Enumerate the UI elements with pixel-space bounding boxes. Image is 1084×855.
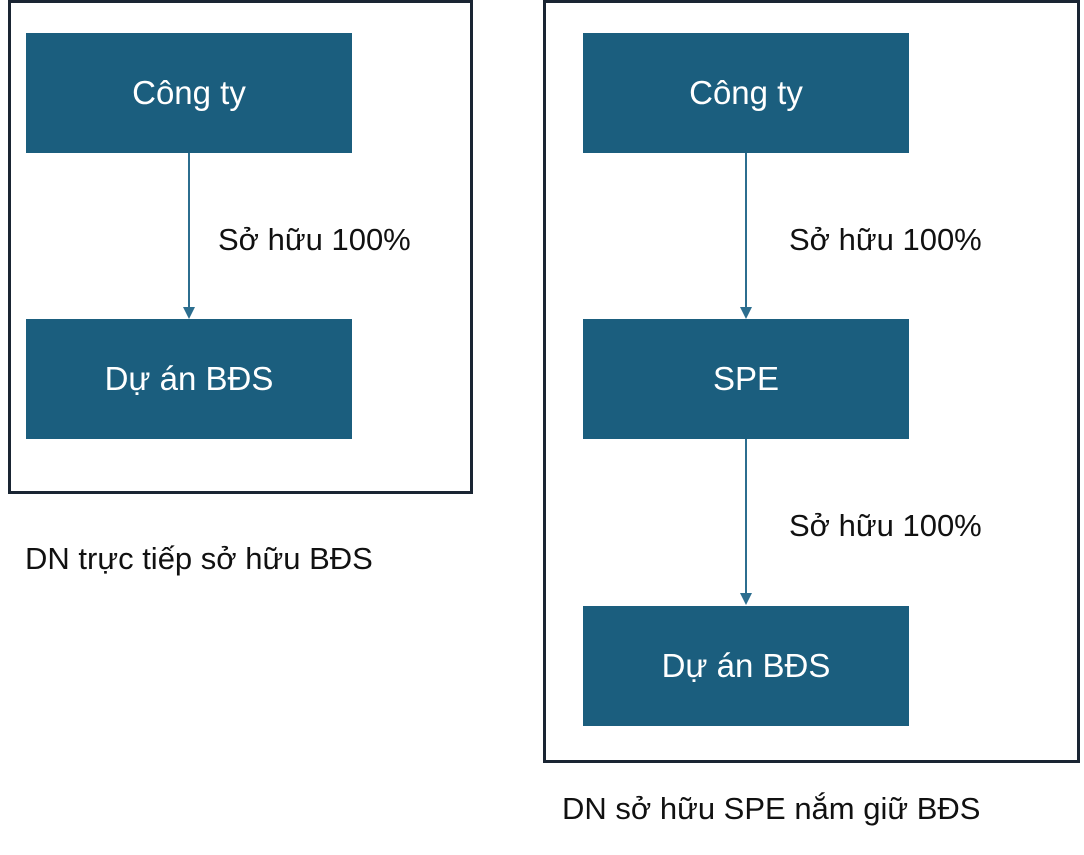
left-node-company: Công ty <box>26 33 352 153</box>
right-node-project: Dự án BĐS <box>583 606 909 726</box>
right-connector-line-2 <box>745 439 747 593</box>
right-diagram-caption: DN sở hữu SPE nắm giữ BĐS <box>562 791 981 826</box>
left-node-project: Dự án BĐS <box>26 319 352 439</box>
left-connector-line <box>188 153 190 307</box>
right-node-spe-label: SPE <box>712 360 780 397</box>
right-connector-arrowhead-1 <box>740 307 752 319</box>
left-connector-arrowhead <box>183 307 195 319</box>
right-edge-label-2: Sở hữu 100% <box>789 508 982 543</box>
right-node-company-label: Công ty <box>689 74 803 111</box>
right-connector-arrowhead-2 <box>740 593 752 605</box>
right-edge-label-1: Sở hữu 100% <box>789 222 982 257</box>
right-node-project-label: Dự án BĐS <box>661 647 831 684</box>
left-node-company-label: Công ty <box>132 74 246 111</box>
left-diagram-caption: DN trực tiếp sở hữu BĐS <box>25 541 373 576</box>
right-node-spe: SPE <box>583 319 909 439</box>
left-node-project-label: Dự án BĐS <box>104 360 274 397</box>
right-connector-line-1 <box>745 153 747 307</box>
right-node-company: Công ty <box>583 33 909 153</box>
left-edge-label: Sở hữu 100% <box>218 222 411 257</box>
